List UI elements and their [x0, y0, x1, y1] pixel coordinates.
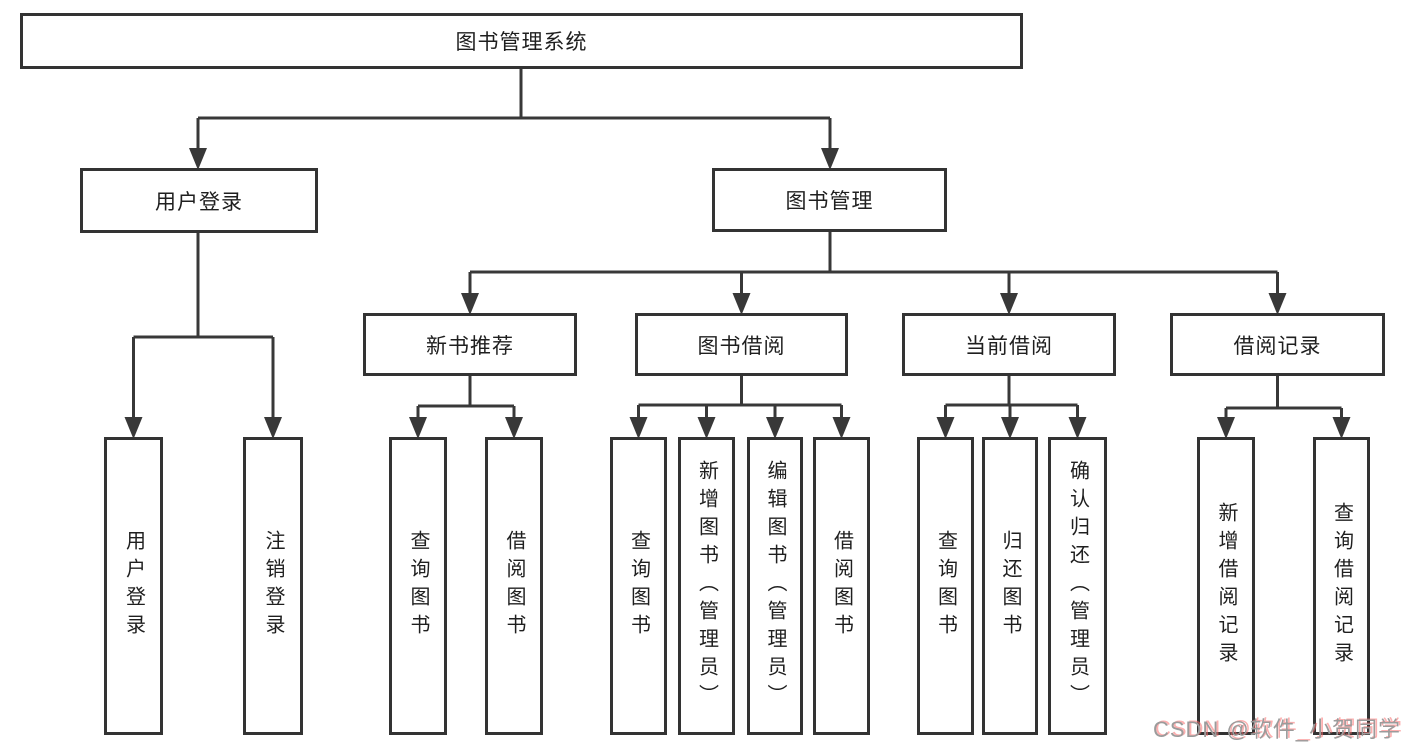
- leaf-logout: 注销登录: [243, 437, 303, 735]
- arrow-down-icon: [1268, 293, 1287, 315]
- leaf-borrow-query-books-label: 查询图书: [627, 530, 650, 642]
- connector-bookmgmt-to-level3: [468, 232, 1279, 297]
- leaf-user-login: 用户登录: [104, 437, 163, 735]
- arrow-down-icon: [124, 417, 143, 439]
- arrow-down-icon: [409, 417, 427, 439]
- arrow-down-icon: [505, 417, 523, 439]
- connector-borrowrecords-to-leaves: [1224, 376, 1343, 423]
- arrow-down-icon: [1000, 293, 1018, 315]
- leaf-records-add-record: 新增借阅记录: [1197, 437, 1255, 735]
- leaf-borrow-borrow-books-label: 借阅图书: [830, 530, 853, 642]
- node-root: 图书管理系统: [20, 13, 1023, 69]
- leaf-records-query-record-label: 查询借阅记录: [1330, 502, 1353, 670]
- leaf-current-query-books-label: 查询图书: [934, 530, 957, 642]
- arrow-down-icon: [461, 293, 479, 315]
- arrow-down-icon: [732, 293, 751, 315]
- node-root-label: 图书管理系统: [455, 31, 588, 54]
- leaf-borrow-edit-books-label: 编辑图书（管理员）: [764, 460, 786, 712]
- arrowheads: [124, 148, 1351, 439]
- arrow-down-icon: [1332, 417, 1351, 439]
- node-current-borrow-label: 当前借阅: [965, 334, 1053, 358]
- arrow-down-icon: [832, 417, 851, 439]
- node-user-login: 用户登录: [80, 168, 318, 233]
- arrow-down-icon: [189, 148, 207, 170]
- connector-userlogin-to-leaves: [132, 233, 275, 423]
- leaf-current-confirm-return-label: 确认归还（管理员）: [1066, 460, 1089, 712]
- node-current-borrow: 当前借阅: [902, 313, 1116, 376]
- leaf-recommend-query-books-label: 查询图书: [407, 530, 429, 642]
- leaf-recommend-borrow-books: 借阅图书: [485, 437, 543, 735]
- leaf-borrow-borrow-books: 借阅图书: [813, 437, 870, 735]
- node-new-book-recommend: 新书推荐: [363, 313, 577, 376]
- node-book-management: 图书管理: [712, 168, 947, 232]
- arrow-down-icon: [936, 417, 955, 439]
- arrow-down-icon: [264, 417, 282, 439]
- node-new-book-recommend-label: 新书推荐: [426, 334, 514, 358]
- connector-root-to-level2: [196, 69, 832, 152]
- leaf-recommend-borrow-books-label: 借阅图书: [503, 530, 525, 642]
- arrow-down-icon: [766, 417, 784, 439]
- leaf-current-confirm-return: 确认归还（管理员）: [1048, 437, 1107, 735]
- arrow-down-icon: [629, 417, 648, 439]
- node-book-management-label: 图书管理: [785, 190, 874, 213]
- node-borrow-records-label: 借阅记录: [1233, 334, 1322, 358]
- arrow-down-icon: [1217, 417, 1235, 439]
- connector-bookborrow-to-leaves: [637, 376, 843, 423]
- node-borrow-records: 借阅记录: [1170, 313, 1385, 376]
- leaf-current-return-books-label: 归还图书: [999, 530, 1021, 642]
- node-book-borrow: 图书借阅: [635, 313, 848, 376]
- connector-newbook-to-leaves: [416, 376, 516, 423]
- leaf-borrow-add-books-label: 新增图书（管理员）: [695, 460, 718, 712]
- arrow-down-icon: [821, 148, 839, 170]
- arrow-down-icon: [1068, 417, 1087, 439]
- leaf-records-add-record-label: 新增借阅记录: [1215, 502, 1237, 670]
- csdn-watermark: CSDN @软件_小贺同学: [1152, 717, 1401, 742]
- leaf-current-query-books: 查询图书: [917, 437, 974, 735]
- leaf-recommend-query-books: 查询图书: [389, 437, 447, 735]
- node-book-borrow-label: 图书借阅: [697, 334, 786, 358]
- leaf-borrow-add-books: 新增图书（管理员）: [678, 437, 735, 735]
- leaf-borrow-query-books: 查询图书: [610, 437, 667, 735]
- leaf-records-query-record: 查询借阅记录: [1313, 437, 1370, 735]
- leaf-logout-label: 注销登录: [262, 530, 284, 642]
- leaf-current-return-books: 归还图书: [982, 437, 1038, 735]
- leaf-user-login-label: 用户登录: [122, 530, 145, 642]
- arrow-down-icon: [697, 417, 716, 439]
- node-user-login-label: 用户登录: [155, 190, 243, 214]
- arrow-down-icon: [1001, 417, 1019, 439]
- connector-currentborrow-to-leaves: [944, 376, 1079, 423]
- leaf-borrow-edit-books: 编辑图书（管理员）: [747, 437, 803, 735]
